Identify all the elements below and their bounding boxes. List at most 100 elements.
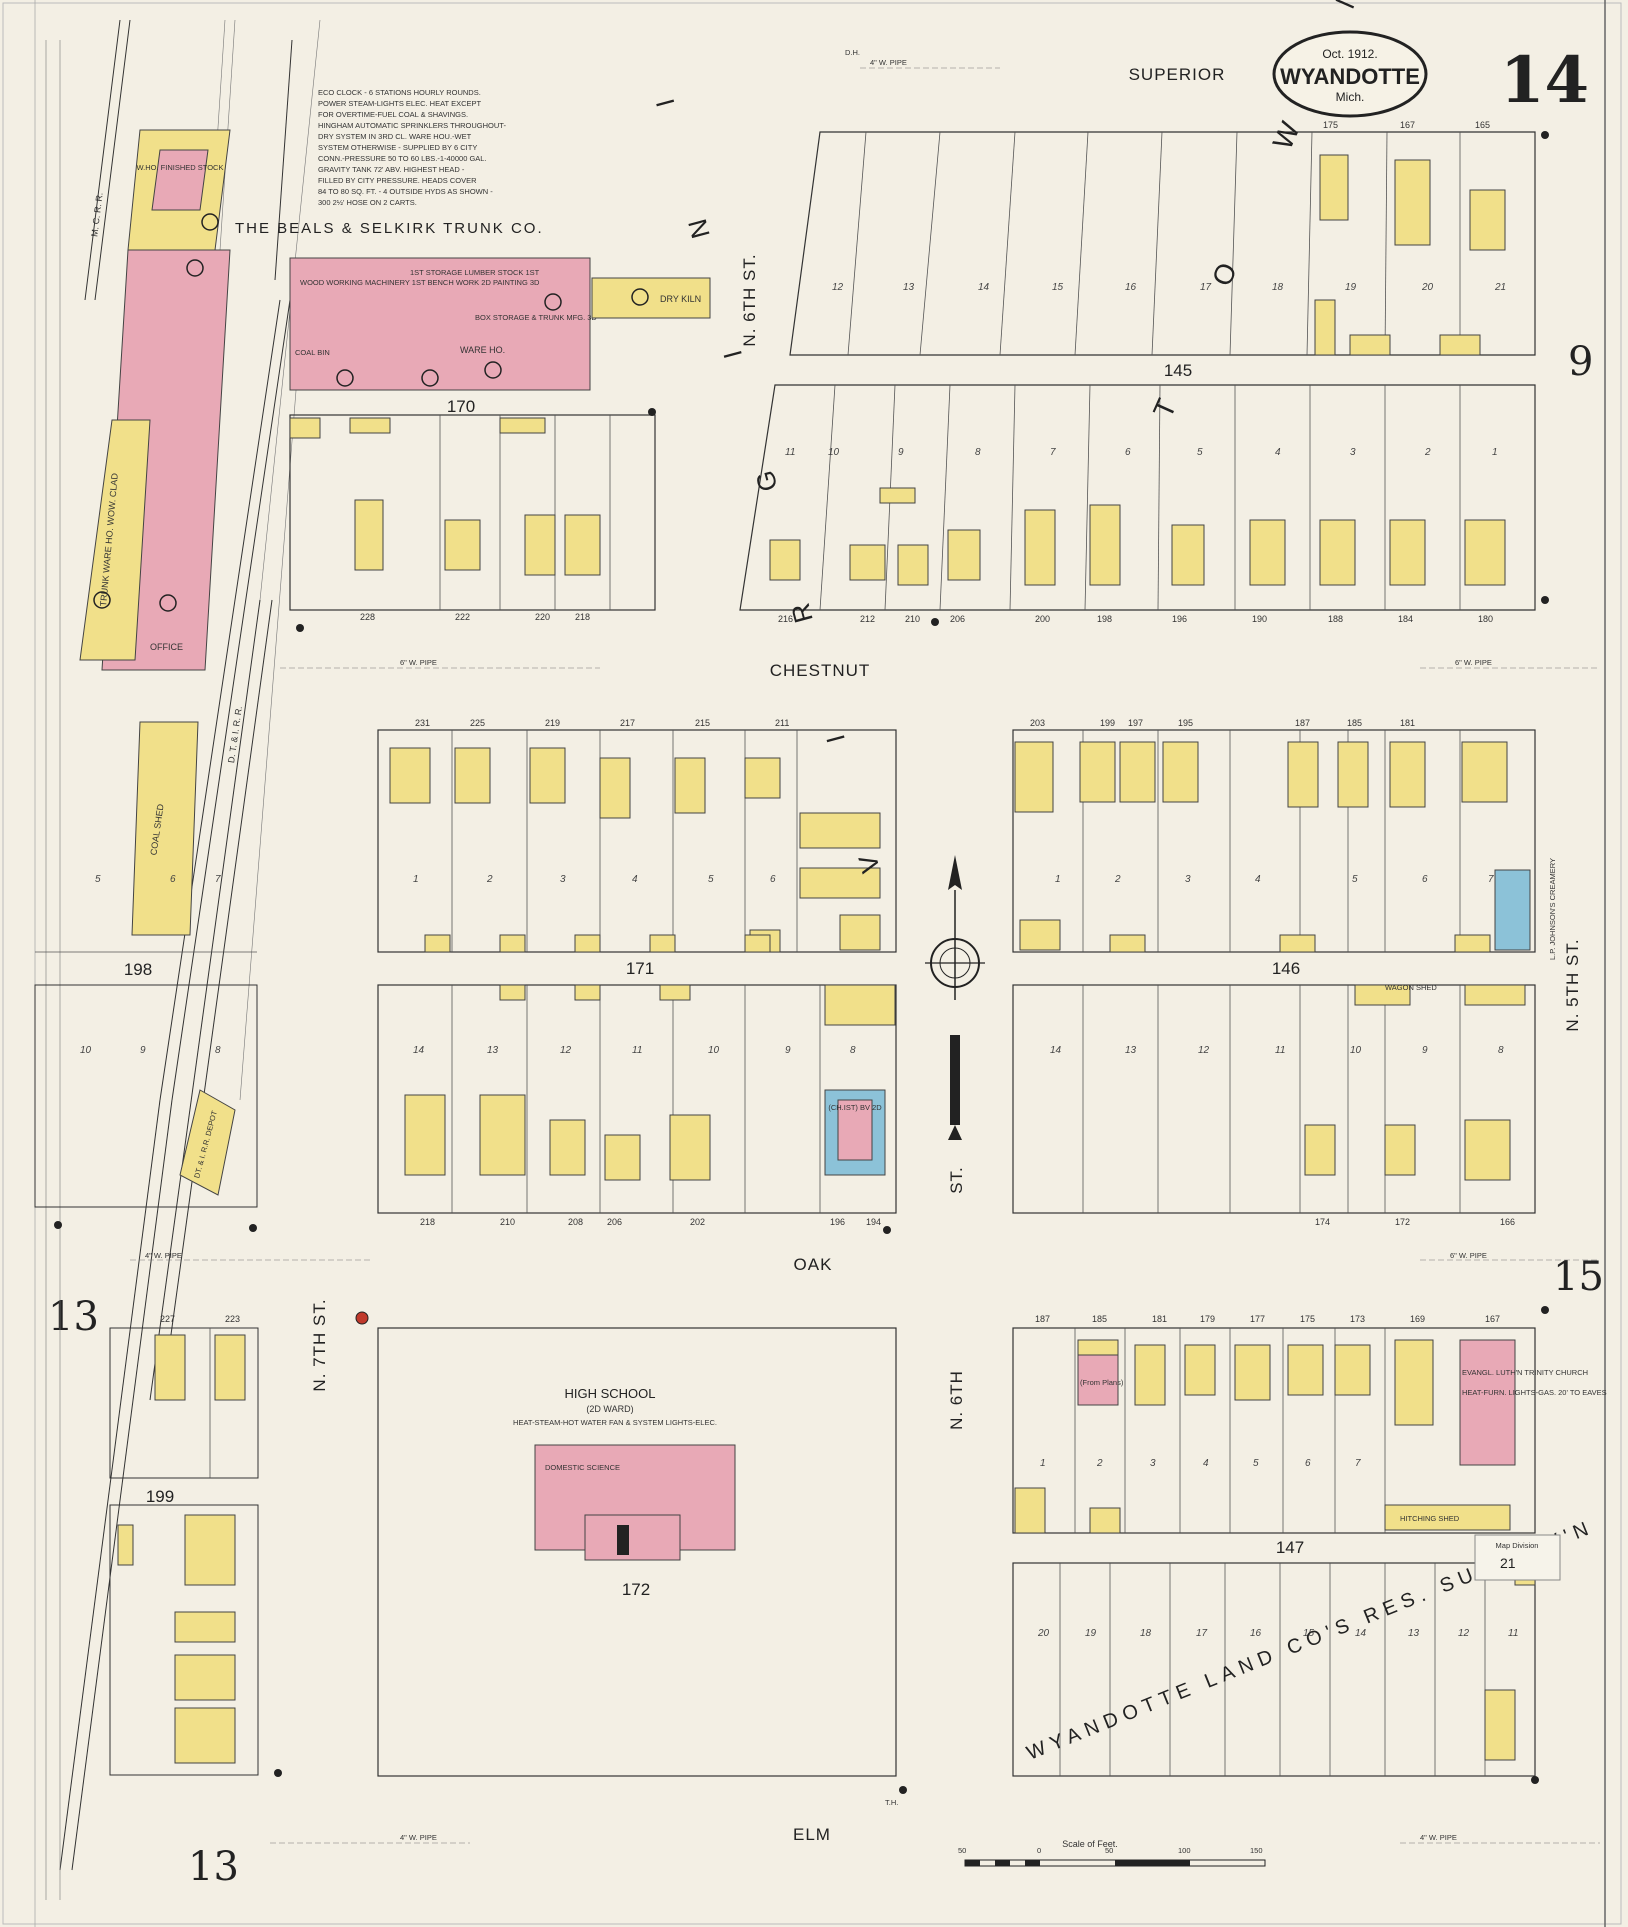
lot-number: 5 xyxy=(1197,447,1203,458)
dwelling-footprint xyxy=(174,1707,236,1764)
map-shape xyxy=(109,1504,259,1776)
house-number: 184 xyxy=(1398,614,1413,624)
dwelling-footprint xyxy=(1394,159,1431,246)
dwelling-footprint xyxy=(1319,154,1349,221)
stamp-line2: 21 xyxy=(1500,1555,1516,1571)
house-number: 220 xyxy=(535,612,550,622)
block-198: 198 5 6 7 10 9 8 xyxy=(34,874,258,1208)
map-shape xyxy=(355,1311,369,1325)
map-shape xyxy=(34,984,258,1208)
lot-number: 8 xyxy=(1498,1045,1504,1056)
street-elm: ELM xyxy=(793,1825,831,1844)
dwelling-footprint xyxy=(214,1334,246,1401)
house-number: 196 xyxy=(830,1217,845,1227)
dwelling-footprint xyxy=(849,544,886,581)
block-172-number: 172 xyxy=(622,1580,650,1599)
lot-number: 5 xyxy=(708,874,714,885)
map-shape xyxy=(377,729,897,953)
dwelling-footprint xyxy=(1019,919,1061,951)
lot-number: 6 xyxy=(1422,874,1428,885)
dwelling-footprint xyxy=(769,539,801,581)
map-shape xyxy=(421,369,439,387)
dwelling-footprint xyxy=(1461,741,1508,803)
lot-number: 10 xyxy=(1350,1045,1362,1056)
dwelling-footprint xyxy=(799,812,881,849)
dwelling-footprint xyxy=(744,757,781,799)
adjoin-sheet-13-bottom: 13 xyxy=(188,1844,239,1890)
map-line xyxy=(1009,384,1016,611)
map-shape xyxy=(1012,984,1536,1214)
dwelling-footprint xyxy=(1389,519,1426,586)
library-stamp: Map Division 21 xyxy=(1474,1534,1561,1581)
dwelling-footprint xyxy=(1304,1124,1336,1176)
dwelling-footprint xyxy=(674,757,706,814)
lot-number: 4 xyxy=(1275,447,1281,458)
lot-number: 17 xyxy=(1200,282,1212,293)
map-shape xyxy=(837,1099,873,1161)
ware-ho-label: WARE HO. xyxy=(460,345,505,355)
high-school-heat-label: HEAT-STEAM-HOT WATER FAN & SYSTEM LIGHTS… xyxy=(513,1418,717,1427)
house-number: 197 xyxy=(1128,718,1143,728)
house-number: 187 xyxy=(1035,1314,1050,1324)
title-cartouche: Oct. 1912. WYANDOTTE Mich. xyxy=(1272,30,1428,118)
dwelling-footprint xyxy=(424,934,451,953)
dwelling-footprint xyxy=(744,934,771,953)
church-bv-label: (CH.IST) BV 2D xyxy=(828,1103,882,1112)
map-line xyxy=(149,599,261,1401)
street-chestnut: CHESTNUT xyxy=(770,661,871,680)
lot-number: 1 xyxy=(1492,447,1498,458)
block-170: 170 228 222 220 218 xyxy=(289,397,656,622)
map-state: Mich. xyxy=(1336,90,1365,104)
block-199-number: 199 xyxy=(146,1487,174,1506)
block-198-number: 198 xyxy=(124,960,152,979)
block-146: L.P. JOHNSON'S CREAMERY WAGON SHED 146 1… xyxy=(1012,718,1557,1227)
fire-hydrant-icon xyxy=(296,624,304,632)
water-pipes: 6" W. PIPE 6" W. PIPE 4" W. PIPE 6" W. P… xyxy=(130,48,1600,1844)
house-number: 185 xyxy=(1092,1314,1107,1324)
house-number: 200 xyxy=(1035,614,1050,624)
dwelling-footprint xyxy=(1334,1344,1371,1396)
dwelling-footprint xyxy=(1394,1339,1434,1426)
lot-number: 18 xyxy=(1140,1628,1152,1639)
house-number: 219 xyxy=(545,718,560,728)
map-shape xyxy=(1272,30,1428,118)
map-shape xyxy=(739,384,1536,611)
dwelling-footprint xyxy=(1079,741,1116,803)
lot-number: 8 xyxy=(850,1045,856,1056)
dwelling-footprint xyxy=(879,487,916,504)
lot-number: 14 xyxy=(978,282,990,293)
lot-number: 5 xyxy=(1253,1458,1259,1469)
fire-hydrant-icon xyxy=(249,1224,257,1232)
fire-hydrant-icon xyxy=(931,618,939,626)
map-shape xyxy=(948,1125,962,1140)
house-number: 187 xyxy=(1295,718,1310,728)
wagon-shed-label: WAGON SHED xyxy=(1385,983,1437,992)
scale-tick-label: 50 xyxy=(1105,1846,1113,1855)
lot-number: 14 xyxy=(1050,1045,1062,1056)
lot-number: 20 xyxy=(1037,1628,1050,1639)
fire-hydrant-icon xyxy=(883,1226,891,1234)
map-line xyxy=(59,1099,161,1871)
scale-title: Scale of Feet. xyxy=(1062,1839,1118,1849)
dwelling-footprint xyxy=(1162,741,1199,803)
lot-number: 9 xyxy=(1422,1045,1428,1056)
map-line xyxy=(171,299,291,1101)
house-number: 210 xyxy=(500,1217,515,1227)
dwelling-footprint xyxy=(1089,504,1121,586)
dwelling-footprint xyxy=(174,1611,236,1643)
hydrants xyxy=(54,131,1549,1794)
pipe-4-elm-label: 4" W. PIPE xyxy=(400,1833,437,1842)
dwelling-footprint xyxy=(404,1094,446,1176)
dwelling-footprint xyxy=(1349,334,1391,356)
house-number: 195 xyxy=(1178,718,1193,728)
compass-rose xyxy=(925,855,985,1140)
map-line xyxy=(94,19,131,301)
house-number: 210 xyxy=(905,614,920,624)
dwelling-footprint xyxy=(1014,1487,1046,1534)
lot-number: 9 xyxy=(785,1045,791,1056)
lot-number: 4 xyxy=(1203,1458,1209,1469)
house-number: 196 xyxy=(1172,614,1187,624)
dwelling-footprint xyxy=(499,984,526,1001)
dwelling-footprint xyxy=(529,747,566,804)
